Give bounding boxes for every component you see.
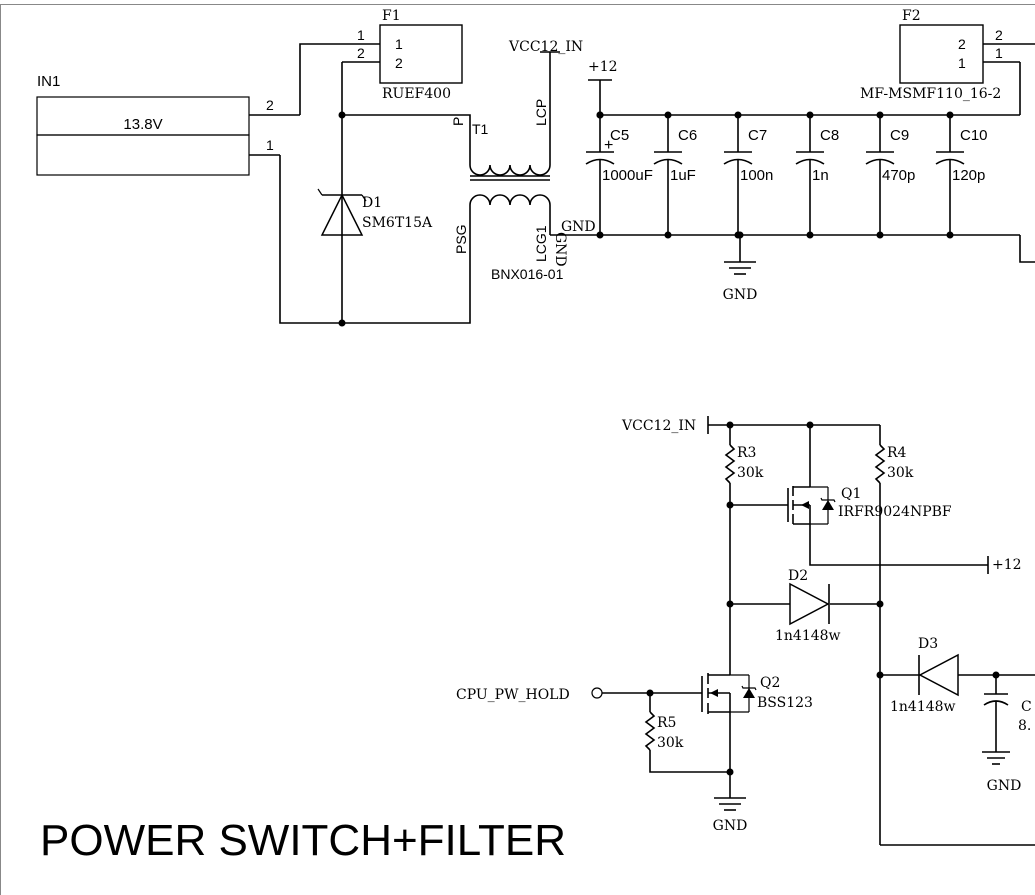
gnd-label-q2: GND — [713, 818, 748, 834]
fuse-f2: F2 2 1 2 1 MF-MSMF110_16-2 — [860, 8, 1035, 102]
fuse-f2-pin2: 2 — [958, 36, 966, 52]
r3-ref: R3 — [737, 445, 756, 461]
cpu-pw-hold-port — [591, 687, 603, 699]
capacitor-partial: GND C 8. — [982, 675, 1032, 794]
capacitor-c8: C8 1n — [795, 111, 839, 239]
vcc12-in-label-switch: VCC12_IN — [621, 418, 696, 434]
fuse-f2-wire1: 1 — [995, 45, 1003, 61]
fuse-f1-wire1: 1 — [357, 27, 365, 43]
d2-ref: D2 — [788, 568, 808, 584]
capacitor-ref: C5 — [610, 127, 629, 144]
transformer-t1: T1 P LCP PSG LCG1 BNX016-01 VCC12_IN GND… — [450, 39, 596, 282]
fuse-f2-wire2: 2 — [995, 27, 1003, 43]
resistor-r4: R4 30k — [874, 444, 914, 484]
capacitor-ref: C7 — [748, 127, 767, 144]
input-wiring — [279, 43, 471, 327]
q2-ref: Q2 — [760, 675, 780, 691]
sheet-title: POWER SWITCH+FILTER — [40, 816, 566, 865]
r3-value: 30k — [737, 465, 764, 481]
q1-part: IRFR9024NPBF — [838, 504, 952, 520]
d2-part: 1n4148w — [775, 628, 841, 644]
capacitor-value: 1uF — [670, 167, 696, 184]
gnd-label-bank: GND — [723, 287, 758, 303]
connector-pin-1: 1 — [266, 137, 274, 153]
capacitor-c7: C7 100n — [723, 111, 773, 239]
fuse-f2-pin1: 1 — [958, 55, 966, 71]
capacitor-value: 1n — [812, 167, 829, 184]
power-switch-wiring: VCC12_IN +12 — [621, 416, 1035, 846]
fuse-f1-pin2: 2 — [395, 55, 403, 71]
fuse-f1-pin1: 1 — [395, 36, 403, 52]
q2-part: BSS123 — [757, 695, 813, 711]
gnd-label-t1-rot: GND — [552, 232, 568, 267]
c-partial-ref: C — [1021, 699, 1032, 715]
r5-value: 30k — [657, 735, 684, 751]
cpu-pw-hold-net: CPU_PW_HOLD R5 30k — [456, 687, 734, 776]
t1-part: BNX016-01 — [491, 266, 564, 282]
capacitor-value: 470p — [882, 167, 915, 184]
capacitor-c5: +C5 1000uF — [585, 111, 653, 235]
capacitor-ref: C8 — [820, 127, 839, 144]
fuse-f1: F1 1 2 1 2 RUEF400 — [357, 8, 463, 102]
r4-ref: R4 — [887, 445, 907, 461]
plus12-label-top: +12 — [588, 59, 618, 75]
mosfet-q2: GND Q2 BSS123 — [701, 672, 813, 834]
capacitor-c6: C6 1uF — [653, 111, 697, 239]
diode-d2: D2 1n4148w — [775, 568, 841, 644]
diode-d3: D3 1n4148w — [880, 636, 1035, 715]
fuse-f2-ref: F2 — [902, 8, 921, 24]
sheet-border — [0, 4, 1035, 895]
gnd-label-d3: GND — [987, 778, 1022, 794]
t1-ref: T1 — [472, 121, 489, 137]
fuse-f1-part: RUEF400 — [382, 86, 451, 102]
fuse-f1-ref: F1 — [382, 8, 401, 24]
c-partial-value: 8. — [1018, 718, 1031, 734]
d3-ref: D3 — [918, 636, 938, 652]
plus12-label-switch: +12 — [992, 557, 1022, 573]
capacitor-value: 120p — [952, 167, 985, 184]
t1-pin-lcg1: LCG1 — [533, 225, 549, 262]
capacitor-value: 1000uF — [602, 167, 653, 184]
connector-value: 13.8V — [123, 116, 162, 133]
vcc12-in-label-top: VCC12_IN — [508, 39, 583, 55]
capacitor-ref: C6 — [678, 127, 697, 144]
resistor-r3: R3 30k — [724, 444, 764, 484]
t1-pin-psg: PSG — [453, 224, 469, 254]
t1-pin-lcp: LCP — [533, 99, 549, 126]
connector-pin-2: 2 — [266, 97, 274, 113]
connector-in1: IN1 13.8V 2 1 — [36, 73, 300, 176]
d3-part: 1n4148w — [890, 699, 956, 715]
polarity-plus-icon: + — [604, 137, 613, 154]
connector-ref: IN1 — [37, 73, 60, 90]
capacitor-ref: C10 — [960, 127, 988, 144]
tvs-d1-ref: D1 — [362, 195, 382, 211]
cpu-pw-hold-label: CPU_PW_HOLD — [456, 687, 570, 703]
capacitor-items: +C5 1000uF C6 1uF C7 100n C8 1n C9 470p C10 120p — [585, 111, 988, 239]
tvs-diode-d1: D1 SM6T15A — [317, 188, 433, 236]
r4-value: 30k — [887, 465, 914, 481]
tvs-d1-part: SM6T15A — [362, 215, 433, 231]
capacitor-value: 100n — [740, 167, 773, 184]
fuse-f1-wire2: 2 — [357, 45, 365, 61]
capacitor-c10: C10 120p — [935, 111, 988, 239]
q1-ref: Q1 — [841, 486, 861, 502]
capacitor-ref: C9 — [890, 127, 909, 144]
gnd-label-t1: GND — [561, 219, 596, 235]
r5-ref: R5 — [657, 715, 676, 731]
capacitor-c9: C9 470p — [865, 111, 915, 239]
mosfet-q1: Q1 IRFR9024NPBF — [787, 486, 952, 525]
fuse-f2-part: MF-MSMF110_16-2 — [860, 86, 1001, 102]
t1-pin-p: P — [450, 117, 466, 126]
